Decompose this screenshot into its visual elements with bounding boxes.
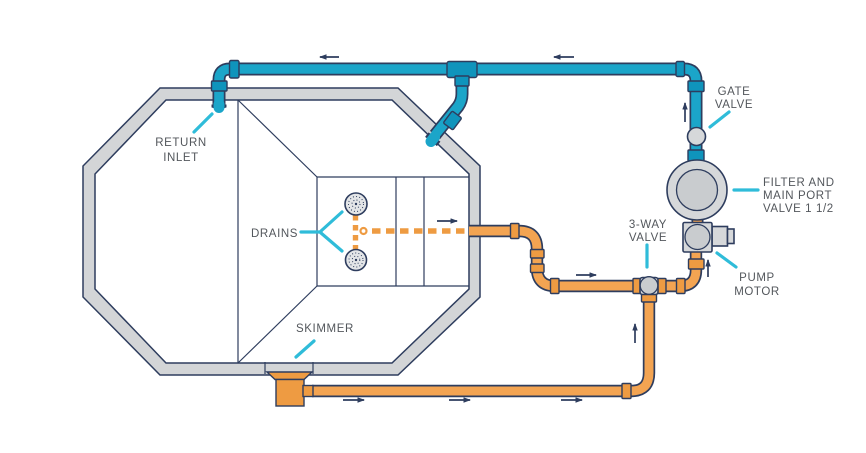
callout-return-inlet <box>192 112 214 134</box>
label-drains: DRAINS <box>251 228 298 240</box>
callout-pump-motor <box>715 251 738 269</box>
pool <box>82 87 481 376</box>
main-drains <box>344 192 368 272</box>
flow-arrows <box>319 54 711 403</box>
gate-valve-icon <box>686 126 707 147</box>
label-return-inlet-line2: INLET <box>163 152 199 164</box>
label-filter-line3: VALVE 1 1/2 <box>763 203 834 215</box>
three-way-valve-icon <box>639 276 659 296</box>
label-pump-motor-line1: PUMP <box>739 272 775 284</box>
label-skimmer: SKIMMER <box>296 323 354 335</box>
drain-pipe <box>469 224 642 293</box>
callout-gate-valve <box>708 110 731 129</box>
skimmer-unit <box>265 371 314 407</box>
drain-dashed-line <box>352 215 477 250</box>
labels: RETURN INLET DRAINS SKIMMER GATE VALVE F… <box>155 86 834 335</box>
callout-skimmer <box>294 339 316 359</box>
skimmer-pipe <box>312 294 656 398</box>
equipment <box>639 126 735 296</box>
label-filter-line2: MAIN PORT <box>763 190 832 202</box>
label-three-way-valve-line1: 3-WAY <box>629 219 667 231</box>
suction-line-orange <box>265 214 705 407</box>
drain-top-icon <box>344 192 368 216</box>
pump-motor-icon <box>682 221 735 253</box>
label-three-way-valve-line2: VALVE <box>629 232 667 244</box>
label-return-inlet-line1: RETURN <box>155 137 207 149</box>
drain-bottom-icon <box>344 248 368 272</box>
label-pump-motor-line2: MOTOR <box>734 286 780 298</box>
label-gate-valve-line2: VALVE <box>715 99 753 111</box>
blue-pipe-fittings <box>210 59 705 162</box>
label-filter-line1: FILTER AND <box>763 177 835 189</box>
return-line-blue <box>210 59 705 162</box>
pool-wall <box>82 87 481 376</box>
callout-lines <box>192 110 760 359</box>
filter-icon <box>666 159 728 221</box>
label-gate-valve-line1: GATE <box>718 86 751 98</box>
orange-pipe-fittings <box>509 222 705 400</box>
callout-drains <box>299 210 344 253</box>
